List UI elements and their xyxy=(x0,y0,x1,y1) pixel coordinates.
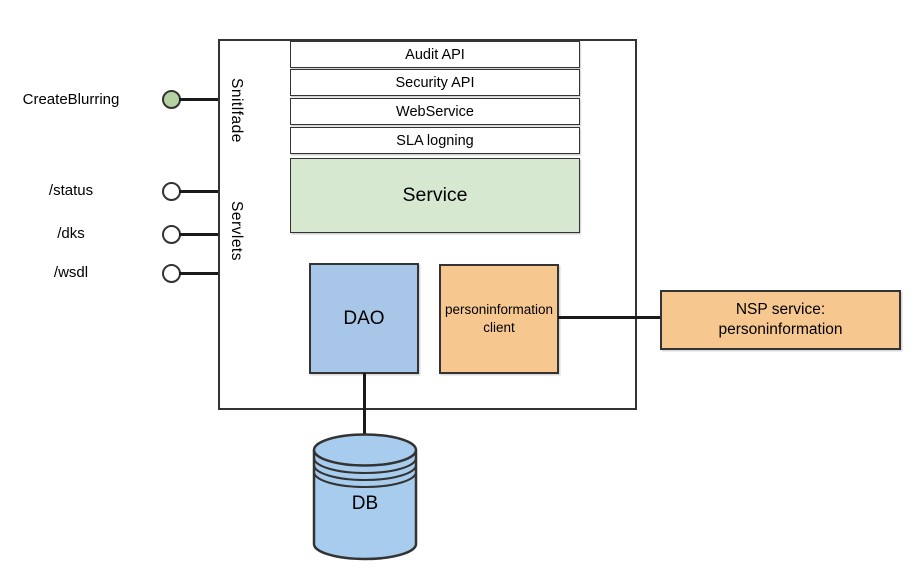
connector-createblurring xyxy=(179,98,219,101)
db-label: DB xyxy=(351,493,379,514)
client-box-label-line2: client xyxy=(483,320,515,335)
connector-wsdl xyxy=(179,272,219,275)
nsp-box-label-line2: personinformation xyxy=(718,321,843,338)
client-box-label-line1: personinformation xyxy=(444,302,554,318)
connector-dks xyxy=(179,233,219,236)
db-cylinder xyxy=(312,433,418,561)
interface-section-label: Snitlfade xyxy=(228,77,245,143)
endpoint-label-status: /status xyxy=(48,182,94,199)
personinformation-client-box: personinformation client xyxy=(439,264,559,374)
layer-webservice: WebService xyxy=(290,98,580,125)
nsp-service-box: NSP service: personinformation xyxy=(660,290,901,350)
dao-box: DAO xyxy=(309,263,419,374)
layer-security-api: Security API xyxy=(290,69,580,96)
nsp-box-label-line1: NSP service: xyxy=(735,300,826,318)
service-box: Service xyxy=(290,158,580,233)
endpoint-label-wsdl: /wsdl xyxy=(53,264,89,281)
layer-sla-logning: SLA logning xyxy=(290,127,580,154)
connector-client-to-nsp xyxy=(558,316,660,319)
endpoint-label-createblurring: CreateBlurring xyxy=(22,91,120,108)
endpoint-label-dks: /dks xyxy=(57,225,85,242)
connector-dao-to-db xyxy=(363,373,366,450)
layer-audit-api: Audit API xyxy=(290,41,580,68)
connector-status xyxy=(179,190,219,193)
servlets-section-label: Servlets xyxy=(228,201,245,261)
